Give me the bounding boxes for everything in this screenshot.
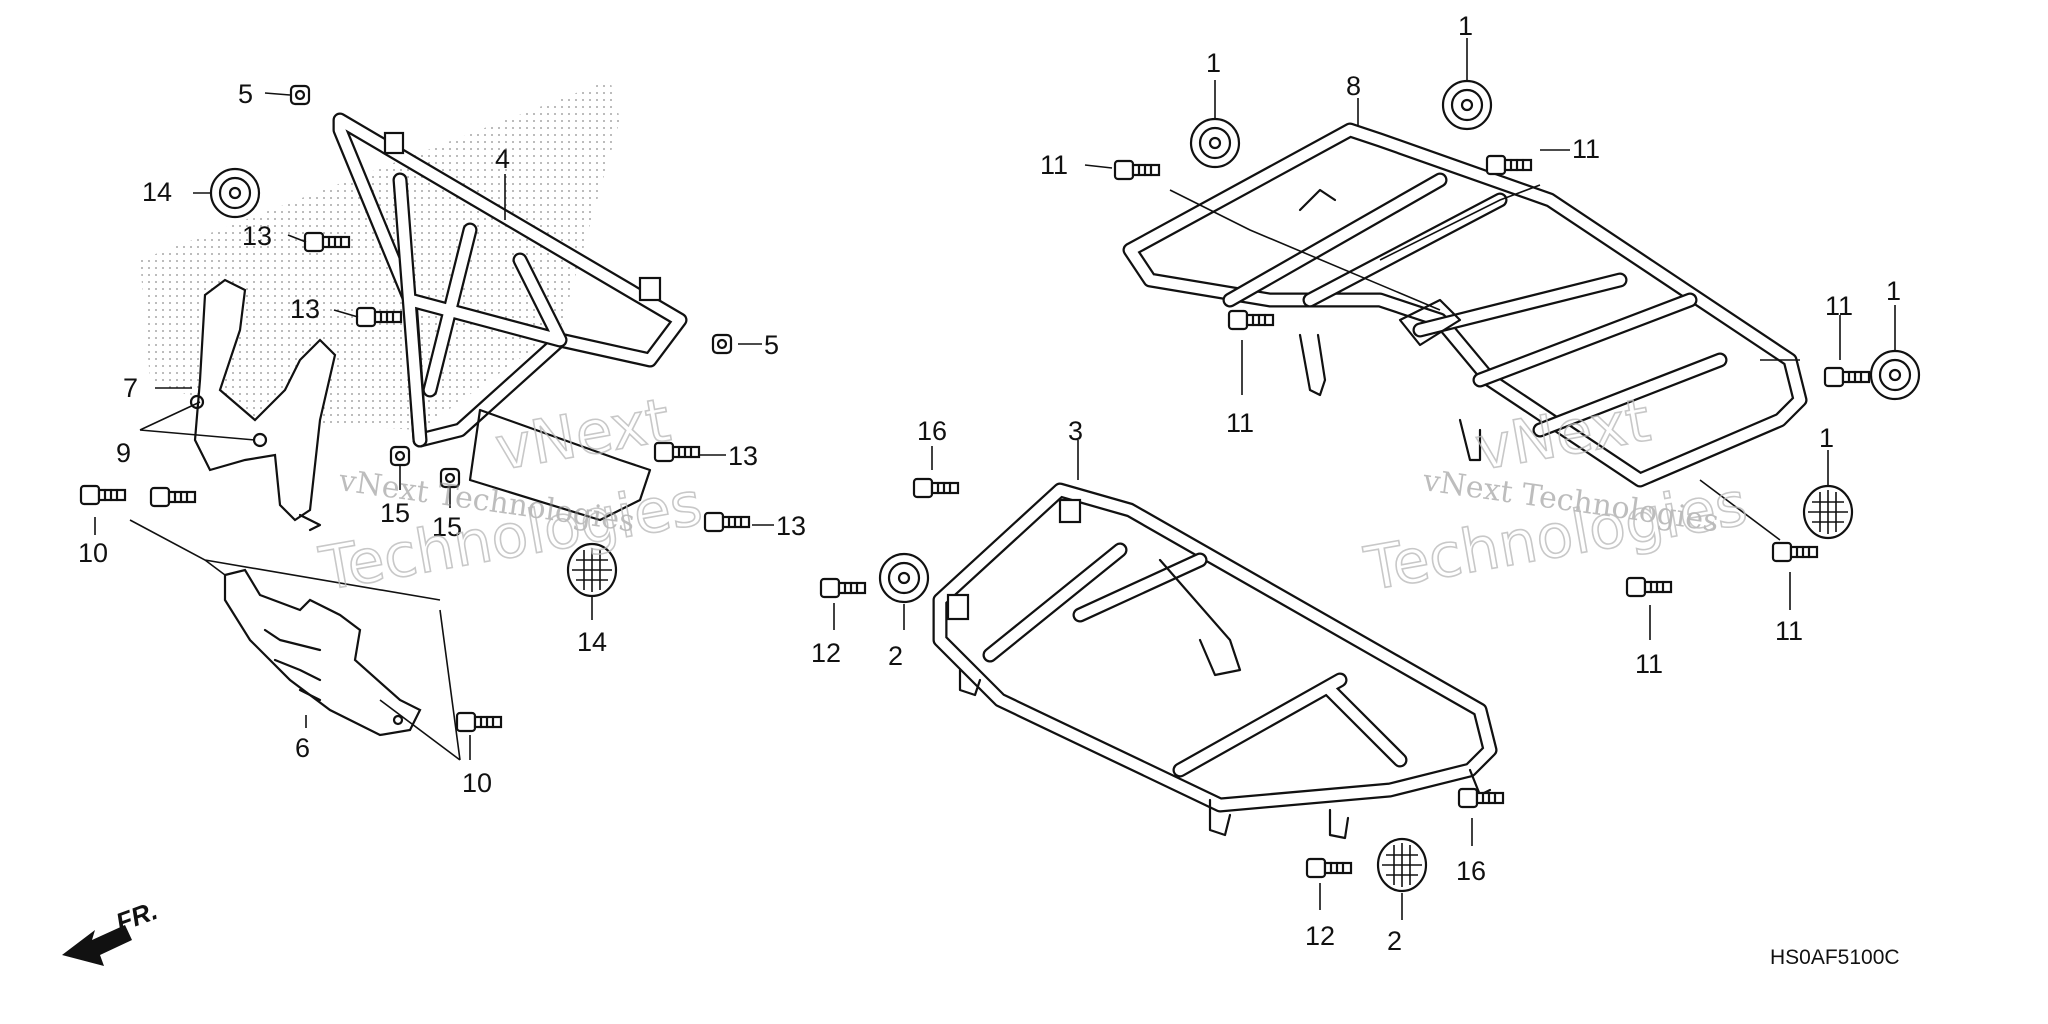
- callout-labels: 1 1 1 1 2 2 3 4 5 5 6 7 8 9 10 10 11 11 …: [78, 11, 1901, 956]
- callout-11: 11: [1040, 150, 1068, 180]
- drawing-code: HS0AF5100C: [1770, 946, 1900, 969]
- callout-11: 11: [1635, 649, 1663, 679]
- callout-4: 4: [495, 144, 510, 174]
- callout-16: 16: [917, 416, 947, 446]
- front-carrier: [332, 112, 688, 522]
- bolt-16: [1457, 787, 1505, 809]
- callout-1: 1: [1819, 423, 1834, 453]
- callout-14: 14: [142, 177, 172, 207]
- callout-12: 12: [811, 638, 841, 668]
- callout-9: 9: [116, 438, 131, 468]
- callout-11: 11: [1825, 291, 1853, 321]
- cap-nut-5: [711, 333, 733, 355]
- bolt-11: [1485, 154, 1533, 176]
- callout-15: 15: [380, 498, 410, 528]
- callout-8: 8: [1346, 71, 1361, 101]
- grommet-1: [1869, 349, 1921, 401]
- bolt-11: [1113, 159, 1161, 181]
- front-skid-plate: [223, 568, 422, 737]
- callout-10: 10: [462, 768, 492, 798]
- callout-11: 11: [1226, 408, 1254, 438]
- callout-3: 3: [1068, 416, 1083, 446]
- callout-5: 5: [238, 79, 253, 109]
- bolt-11: [1227, 309, 1275, 331]
- callout-13: 13: [776, 511, 806, 541]
- grommet-1: [1189, 117, 1241, 169]
- callout-7: 7: [123, 373, 138, 403]
- callout-2: 2: [888, 641, 903, 671]
- reflector-1: [1802, 484, 1854, 540]
- callout-11: 11: [1572, 134, 1600, 164]
- reflector-2: [1376, 837, 1428, 893]
- callout-5: 5: [764, 330, 779, 360]
- callout-14: 14: [577, 627, 607, 657]
- callout-13: 13: [242, 221, 272, 251]
- lower-carrier: [932, 482, 1498, 840]
- bolt-11: [1823, 366, 1871, 388]
- cap-nut-5: [289, 84, 311, 106]
- bolt-16: [912, 477, 960, 499]
- callout-10: 10: [78, 538, 108, 568]
- callout-1: 1: [1886, 276, 1901, 306]
- callout-13: 13: [290, 294, 320, 324]
- shading-area: [140, 80, 620, 430]
- front-label: FR.: [112, 895, 162, 938]
- callout-6: 6: [295, 733, 310, 763]
- nut-15: [389, 445, 411, 467]
- front-direction-marker: FR.: [62, 895, 161, 966]
- callout-1: 1: [1206, 48, 1221, 78]
- grommet-2: [878, 552, 930, 604]
- front-arrow-icon: [62, 925, 132, 966]
- bolt-11: [1771, 541, 1819, 563]
- bolt-12: [1305, 857, 1353, 879]
- callout-16: 16: [1456, 856, 1486, 886]
- leader-lines: [94, 38, 1896, 920]
- rear-carrier: [1122, 122, 1808, 488]
- bolt-13: [703, 511, 751, 533]
- grommet-1: [1441, 79, 1493, 131]
- callout-2: 2: [1387, 926, 1402, 956]
- callout-15: 15: [432, 512, 462, 542]
- bolt-9: [149, 486, 197, 508]
- callout-12: 12: [1305, 921, 1335, 951]
- callout-1: 1: [1458, 11, 1473, 41]
- bolt-11: [1625, 576, 1673, 598]
- watermark: vNext Technologies vNext Technologies Te…: [314, 385, 1753, 606]
- bolt-12: [819, 577, 867, 599]
- grommet-14: [209, 167, 261, 219]
- bolt-10: [79, 484, 127, 506]
- callout-11: 11: [1775, 616, 1803, 646]
- bolt-10: [455, 711, 503, 733]
- callout-13: 13: [728, 441, 758, 471]
